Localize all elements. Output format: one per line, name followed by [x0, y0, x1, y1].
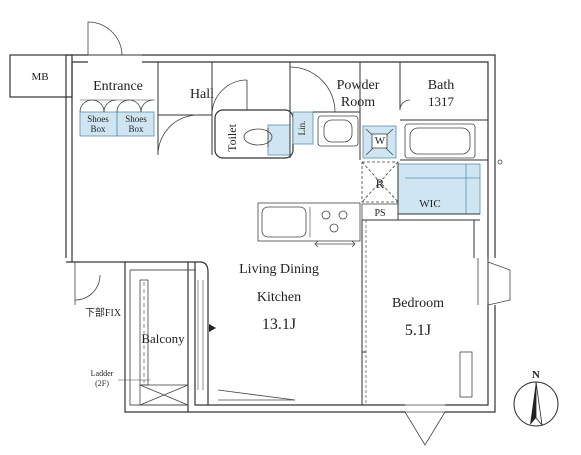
bedroom-bottom-door: [404, 404, 446, 446]
powder-room-line1: Powder: [337, 78, 380, 93]
powder-room-area: [289, 62, 397, 160]
refrigerator-label: R: [376, 176, 385, 191]
bedroom-window: [477, 258, 511, 306]
ladder-label-line1: Ladder: [91, 369, 114, 378]
hall-label: Hall: [190, 87, 214, 102]
washer-label: W: [375, 135, 386, 147]
powder-room-line2: Room: [341, 95, 375, 110]
north-compass: [513, 381, 559, 427]
bath-size-label: 1317: [428, 94, 455, 109]
bedroom-label: Bedroom: [392, 296, 444, 311]
ladder-label-line2: (2F): [95, 379, 109, 388]
fix-note-label: 下部FIX: [85, 306, 122, 319]
ldk-label-line2: Kitchen: [257, 290, 301, 305]
entrance-area: [79, 62, 212, 156]
mb-label: MB: [31, 71, 48, 83]
ldk-label-line1: Living Dining: [239, 262, 319, 277]
bath-label: Bath: [428, 78, 454, 93]
entrance-label: Entrance: [93, 79, 143, 94]
shoes-box-2: [116, 111, 155, 137]
compass-north-label: N: [532, 369, 540, 381]
shoes-box-2-line2: Box: [128, 124, 144, 134]
room-labels: MB Entrance Shoes Box Shoes Box Hall Toi…: [31, 71, 540, 388]
shoes-box-2-line1: Shoes: [125, 114, 147, 124]
balcony-area: [74, 261, 216, 406]
toilet-label: Toilet: [225, 123, 239, 151]
hall-area: [211, 62, 314, 159]
shoes-box-1-line2: Box: [90, 124, 106, 134]
exterior-walls: [9, 54, 496, 413]
bath-area: [399, 62, 503, 165]
ldk-size-label: 13.1J: [262, 316, 296, 333]
linen-label: Lin.: [297, 121, 307, 136]
partition: [361, 220, 475, 405]
bedroom-size-label: 5.1J: [405, 322, 431, 339]
ldk-bottom-window: [217, 389, 296, 401]
kitchen-counter: [257, 202, 361, 248]
ps-label: PS: [374, 208, 385, 219]
shoes-box-1-line1: Shoes: [87, 114, 109, 124]
balcony-label: Balcony: [141, 331, 185, 346]
storage-area: [361, 161, 481, 221]
wic-label: WIC: [419, 198, 440, 210]
entrance-door: [87, 21, 142, 56]
